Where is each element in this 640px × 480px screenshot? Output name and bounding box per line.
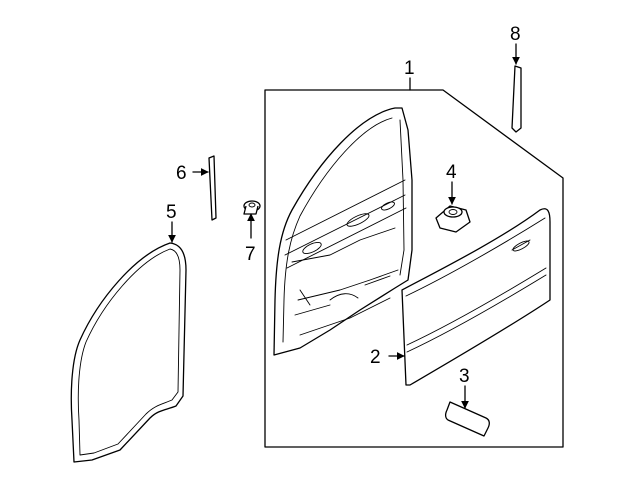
cover-plate xyxy=(444,401,490,437)
callout-2: 2 xyxy=(370,347,381,368)
door-shell xyxy=(273,107,413,356)
push-clip xyxy=(243,200,261,215)
callout-3: 3 xyxy=(459,366,470,387)
callout-5: 5 xyxy=(166,202,177,223)
callout-4: 4 xyxy=(446,162,457,183)
door-skin xyxy=(401,208,551,386)
assembly-frame xyxy=(264,89,564,448)
callout-7: 7 xyxy=(245,244,256,265)
callout-1: 1 xyxy=(404,58,415,79)
door-bumper xyxy=(435,205,471,233)
thin-seal-strip xyxy=(511,65,522,133)
molding-strip xyxy=(208,155,217,221)
callout-6: 6 xyxy=(176,163,187,184)
door-weatherstrip xyxy=(70,242,187,463)
callout-8: 8 xyxy=(510,24,521,45)
